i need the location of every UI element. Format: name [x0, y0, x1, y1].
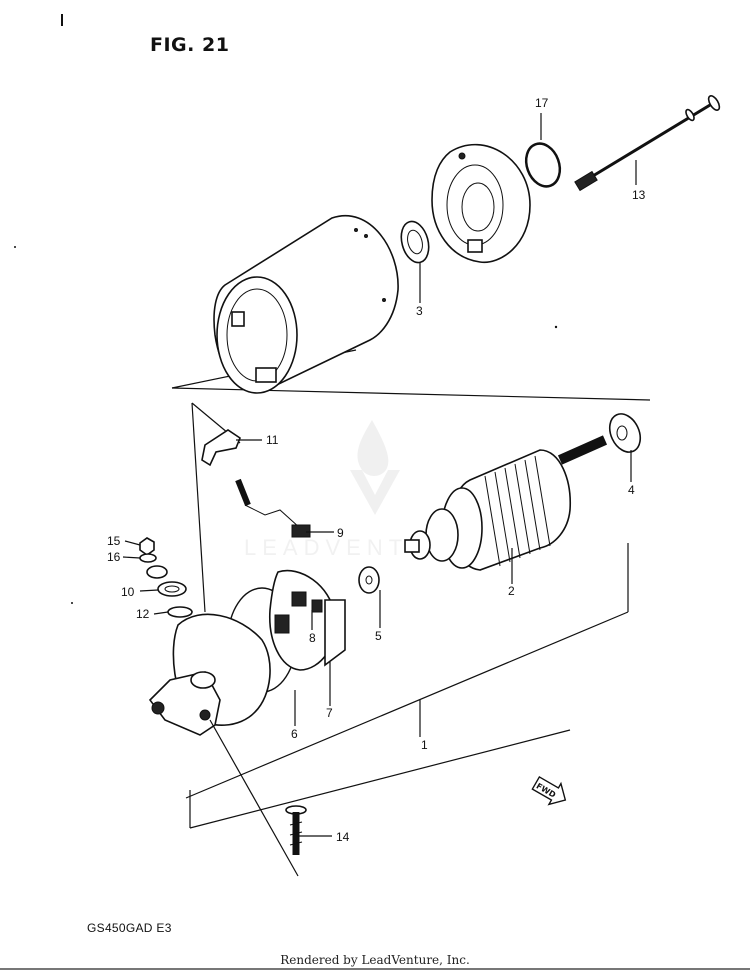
forward-direction-arrow: FWD	[531, 775, 567, 806]
label-part-5: 5	[375, 629, 382, 643]
end-housing	[431, 143, 531, 264]
part-16-washer	[139, 553, 157, 563]
label-part-14: 14	[336, 830, 350, 844]
label-part-11: 11	[266, 433, 279, 447]
assembly-frame	[171, 349, 651, 829]
label-part-17: 17	[535, 96, 549, 110]
label-part-2: 2	[508, 584, 515, 598]
part-17-o-ring	[524, 142, 562, 188]
label-part-10: 10	[121, 585, 135, 599]
part-7-plate	[324, 599, 346, 667]
model-code: GS450GAD E3	[87, 921, 172, 935]
part-11-clip	[201, 429, 241, 467]
part-5-washer	[358, 566, 380, 594]
label-part-6: 6	[291, 727, 298, 741]
rear-cover	[148, 613, 271, 736]
label-part-8: 8	[309, 631, 316, 645]
part-10-washer	[146, 565, 187, 597]
part-14-bolt	[285, 805, 307, 855]
part-4-washer	[608, 413, 642, 453]
label-part-9: 9	[337, 526, 344, 540]
label-part-7: 7	[326, 706, 333, 720]
part-2-armature	[404, 435, 608, 571]
part-13-through-bolt	[574, 95, 721, 192]
part-labels: 1 2 3 4 5 6 7 8 9 10 11 12 13 14 15 16 1…	[107, 96, 646, 844]
scan-specks	[14, 14, 558, 604]
starter-yoke	[213, 215, 399, 394]
leader-lines	[122, 113, 637, 877]
part-15-nut	[139, 537, 155, 556]
label-part-15: 15	[107, 534, 121, 548]
label-part-3: 3	[416, 304, 423, 318]
part-3-seal	[400, 220, 430, 264]
label-part-4: 4	[628, 483, 635, 497]
footer-credit: Rendered by LeadVenture, Inc.	[280, 953, 470, 967]
label-part-13: 13	[632, 188, 646, 202]
figure-title: FIG. 21	[150, 34, 230, 56]
part-12-o-ring	[167, 606, 193, 618]
part-9-brush	[235, 478, 311, 538]
footer-rule	[0, 968, 750, 970]
label-part-1: 1	[421, 738, 428, 752]
label-part-16: 16	[107, 550, 121, 564]
part-8-brush-holder	[269, 569, 337, 671]
label-part-12: 12	[136, 607, 150, 621]
